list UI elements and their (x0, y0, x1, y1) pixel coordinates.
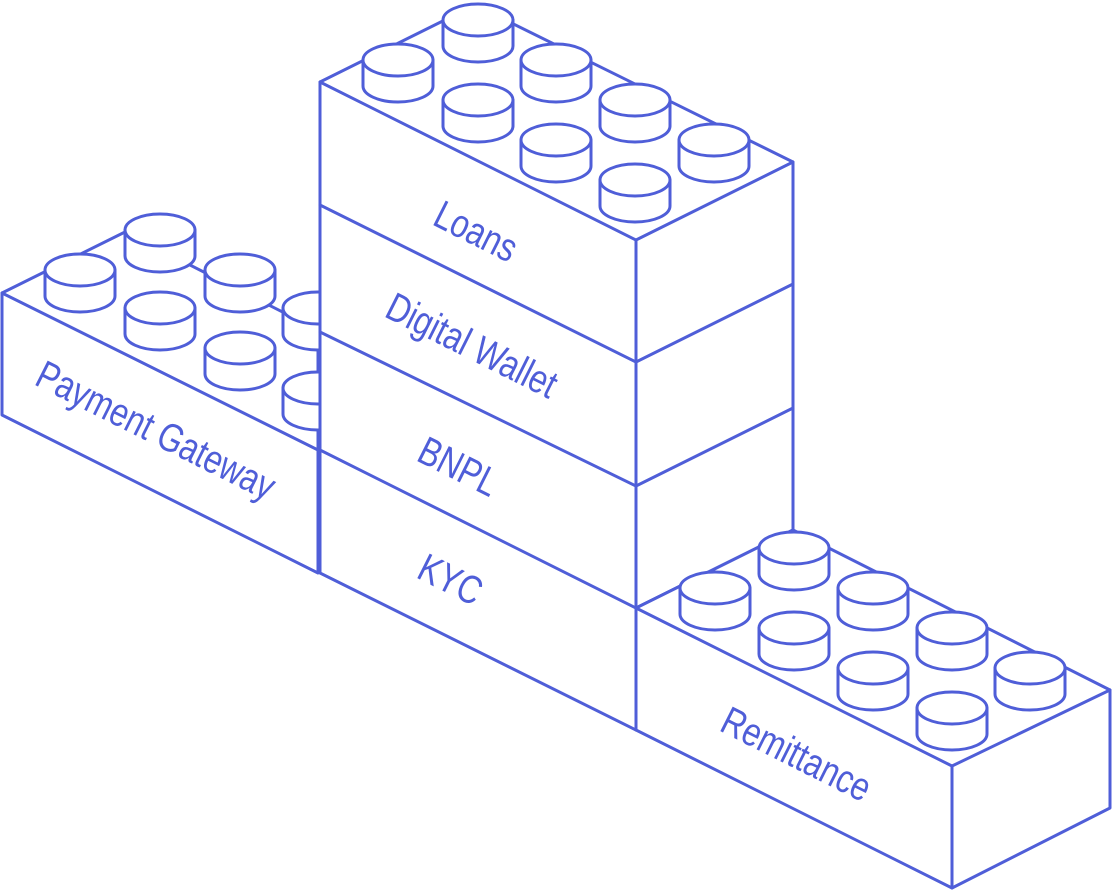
tower-top-stud (441, 2, 515, 64)
tower-top-right-edge (634, 160, 795, 242)
payment-gateway-stud (203, 330, 277, 392)
payment-gateway-stud (123, 290, 197, 352)
tower-top-stud (677, 122, 751, 184)
tower-top-stud (519, 42, 593, 104)
payment-gateway-brick (0, 230, 320, 575)
remittance-stud (678, 570, 752, 632)
tower-top-stud (598, 82, 672, 144)
remittance-top-front-edge (634, 606, 954, 768)
seam-loans-wallet-side (634, 282, 795, 364)
payment-gateway-stud (203, 252, 277, 314)
remittance-stud (836, 650, 910, 712)
seam-wallet-bnpl (318, 330, 638, 488)
remittance-stud (915, 690, 989, 752)
seam-wallet-bnpl-side (634, 406, 795, 488)
tower-top-stud (361, 42, 435, 104)
payment-gateway-edge (0, 291, 320, 452)
remittance-top-right-edge (950, 688, 1112, 768)
tower-top-front-edge (318, 80, 638, 242)
remittance-stud (757, 610, 831, 672)
remittance-stud (915, 610, 989, 672)
remittance-stud (757, 530, 831, 592)
tower-top-stud (441, 82, 515, 144)
tower-top-stud (598, 162, 672, 224)
payment-gateway-stud (123, 212, 197, 274)
seam-bnpl-kyc (318, 448, 638, 610)
seam-loans-wallet (318, 203, 638, 364)
payment-gateway-stud (43, 252, 117, 314)
remittance-stud (993, 650, 1067, 712)
remittance-stud (836, 570, 910, 632)
tower-top-stud (519, 122, 593, 184)
